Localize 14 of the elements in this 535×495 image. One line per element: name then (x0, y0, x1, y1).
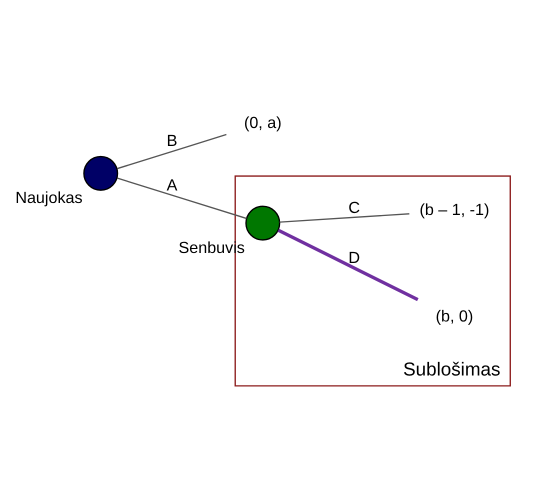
connector (117, 133, 227, 169)
connector (278, 228, 419, 301)
node-text: (0, a) (244, 113, 282, 132)
node-circle (83, 155, 118, 190)
edge-label: D (348, 248, 360, 266)
connector (117, 176, 247, 219)
node-label: Naujokas (15, 188, 83, 207)
edge-label: A (166, 176, 178, 194)
node-text: (b, 0) (436, 306, 474, 325)
connector (280, 212, 410, 222)
node-text: (b – 1, -1) (420, 200, 490, 219)
edge-label: C (348, 198, 360, 217)
node-circle (245, 205, 280, 240)
edge-label: B (166, 131, 178, 150)
